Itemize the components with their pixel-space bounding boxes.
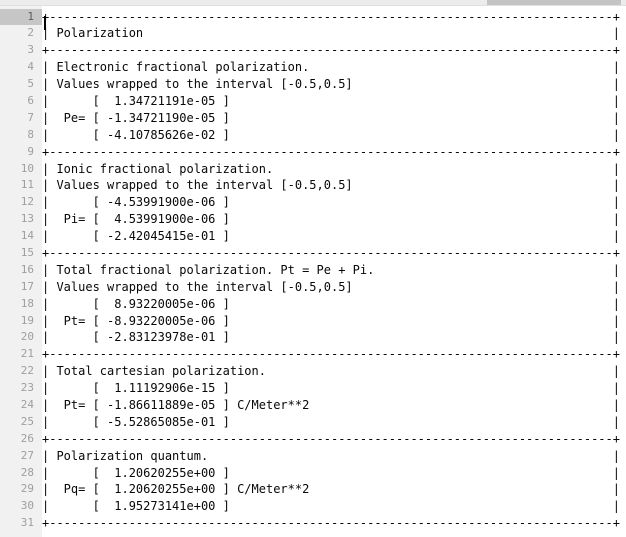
horizontal-scrollbar[interactable]	[0, 0, 626, 6]
code-line[interactable]: | [ 1.20620255e+00 ] |	[42, 465, 620, 480]
line-number[interactable]: 17	[20, 279, 34, 293]
line-number[interactable]: 8	[27, 127, 34, 141]
code-line[interactable]: | Pt= [ -1.86611889e-05 ] C/Meter**2 |	[42, 397, 620, 412]
code-line[interactable]: | Values wrapped to the interval [-0.5,0…	[42, 77, 620, 92]
code-line[interactable]: | [ 1.95273141e+00 ] |	[42, 499, 620, 514]
code-area[interactable]: +---------------------------------------…	[42, 6, 626, 537]
code-line[interactable]: | [ 1.11192906e-15 ] |	[42, 381, 620, 396]
code-line[interactable]: +---------------------------------------…	[42, 9, 620, 24]
code-line[interactable]: +---------------------------------------…	[42, 144, 620, 159]
code-line[interactable]: | Values wrapped to the interval [-0.5,0…	[42, 279, 620, 294]
code-line[interactable]: | Total cartesian polarization. |	[42, 364, 620, 379]
code-line[interactable]: | Pt= [ -8.93220005e-06 ] |	[42, 313, 620, 328]
code-line[interactable]: +---------------------------------------…	[42, 245, 620, 260]
line-number[interactable]: 23	[20, 381, 34, 395]
line-number[interactable]: 20	[20, 330, 34, 344]
line-number[interactable]: 24	[20, 397, 34, 411]
line-number[interactable]: 21	[20, 347, 34, 361]
line-number[interactable]: 19	[20, 313, 34, 327]
line-number[interactable]: 30	[20, 499, 34, 513]
code-line[interactable]: +---------------------------------------…	[42, 516, 620, 531]
code-line[interactable]: | Ionic fractional polarization. |	[42, 161, 620, 176]
line-number[interactable]: 22	[20, 364, 34, 378]
line-number[interactable]: 1	[0, 8, 42, 26]
line-number[interactable]: 5	[27, 77, 34, 91]
code-line[interactable]: +---------------------------------------…	[42, 43, 620, 58]
code-line[interactable]: +---------------------------------------…	[42, 347, 620, 362]
code-line[interactable]: | Pe= [ -1.34721190e-05 ] |	[42, 110, 620, 125]
code-line[interactable]: | [ -4.10785626e-02 ] |	[42, 127, 620, 142]
line-number[interactable]: 9	[27, 144, 34, 158]
line-number[interactable]: 14	[20, 229, 34, 243]
code-line[interactable]: | Pi= [ 4.53991900e-06 ] |	[42, 212, 620, 227]
horizontal-scrollbar-thumb[interactable]	[487, 0, 621, 5]
line-number[interactable]: 31	[20, 516, 34, 530]
line-number[interactable]: 27	[20, 448, 34, 462]
line-number[interactable]: 13	[20, 212, 34, 226]
line-number[interactable]: 3	[27, 43, 34, 57]
code-line[interactable]: | Total fractional polarization. Pt = Pe…	[42, 262, 620, 277]
line-number[interactable]: 15	[20, 245, 34, 259]
code-line[interactable]: | [ -4.53991900e-06 ] |	[42, 195, 620, 210]
line-number[interactable]: 16	[20, 262, 34, 276]
code-line[interactable]: | [ -5.52865085e-01 ] |	[42, 414, 620, 429]
line-number[interactable]: 26	[20, 431, 34, 445]
code-line[interactable]: +---------------------------------------…	[42, 431, 620, 446]
line-number[interactable]: 6	[27, 93, 34, 107]
line-number[interactable]: 7	[27, 110, 34, 124]
code-line[interactable]: | Electronic fractional polarization. |	[42, 60, 620, 75]
line-number[interactable]: 11	[20, 178, 34, 192]
code-line[interactable]: | Polarization quantum. |	[42, 448, 620, 463]
line-number[interactable]: 4	[27, 60, 34, 74]
line-number[interactable]: 2	[27, 26, 34, 40]
line-number[interactable]: 29	[20, 482, 34, 496]
code-line[interactable]: | Polarization |	[42, 26, 620, 41]
line-number[interactable]: 25	[20, 414, 34, 428]
line-number[interactable]: 18	[20, 296, 34, 310]
code-line[interactable]: | [ 1.34721191e-05 ] |	[42, 93, 620, 108]
line-number[interactable]: 28	[20, 465, 34, 479]
text-caret	[44, 16, 46, 30]
line-number[interactable]: 12	[20, 195, 34, 209]
code-line[interactable]: | Pq= [ 1.20620255e+00 ] C/Meter**2 |	[42, 482, 620, 497]
code-line[interactable]: | [ 8.93220005e-06 ] |	[42, 296, 620, 311]
code-line[interactable]: | [ -2.83123978e-01 ] |	[42, 330, 620, 345]
code-line[interactable]: | [ -2.42045415e-01 ] |	[42, 229, 620, 244]
line-number[interactable]: 10	[20, 161, 34, 175]
code-line[interactable]: | Values wrapped to the interval [-0.5,0…	[42, 178, 620, 193]
